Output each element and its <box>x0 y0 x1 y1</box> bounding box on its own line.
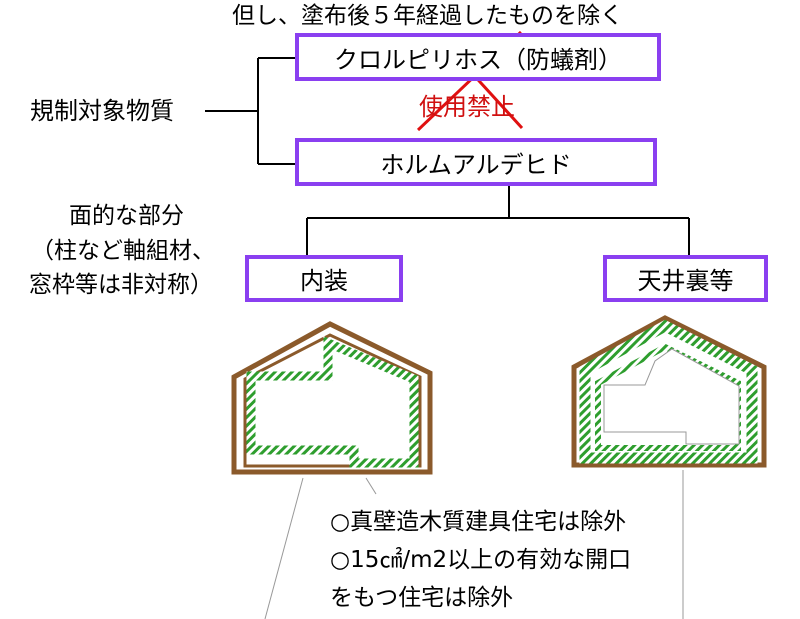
box-formaldehyde-label: ホルムアルデヒド <box>380 150 572 179</box>
surface-note-line-1: 面的な部分 <box>69 203 184 229</box>
exclusion-line-2: ○15㎠/m2以上の有効な開口 <box>330 547 632 573</box>
box-formaldehyde: ホルムアルデヒド <box>295 138 657 186</box>
house-ceiling-illustration <box>571 315 767 468</box>
box-chlorpyrifos-label: クロルピリホス（防蟻剤） <box>334 45 622 74</box>
note-excluding-5-years: 但し、塗布後５年経過したものを除く <box>232 3 623 29</box>
house-interior-illustration <box>231 321 433 475</box>
pointer-lines <box>264 470 684 619</box>
box-interior: 内装 <box>245 255 403 302</box>
regulated-substances-label: 規制対象物質 <box>30 97 174 125</box>
box-ceiling: 天井裏等 <box>603 255 768 302</box>
exclusion-line-3: をもつ住宅は除外 <box>330 585 514 611</box>
surface-note-line-2: （柱など軸組材、 <box>31 238 215 264</box>
exclusion-line-1: ○真壁造木質建具住宅は除外 <box>330 509 627 535</box>
prohibited-label: 使用禁止 <box>419 93 515 121</box>
tree-connector <box>306 186 690 255</box>
surface-note-line-3: 窓枠等は非対称） <box>29 272 213 298</box>
box-ceiling-label: 天井裏等 <box>637 267 734 295</box>
box-chlorpyrifos: クロルピリホス（防蟻剤） <box>295 33 661 81</box>
box-interior-label: 内装 <box>300 267 348 295</box>
bracket-connector <box>205 57 298 165</box>
